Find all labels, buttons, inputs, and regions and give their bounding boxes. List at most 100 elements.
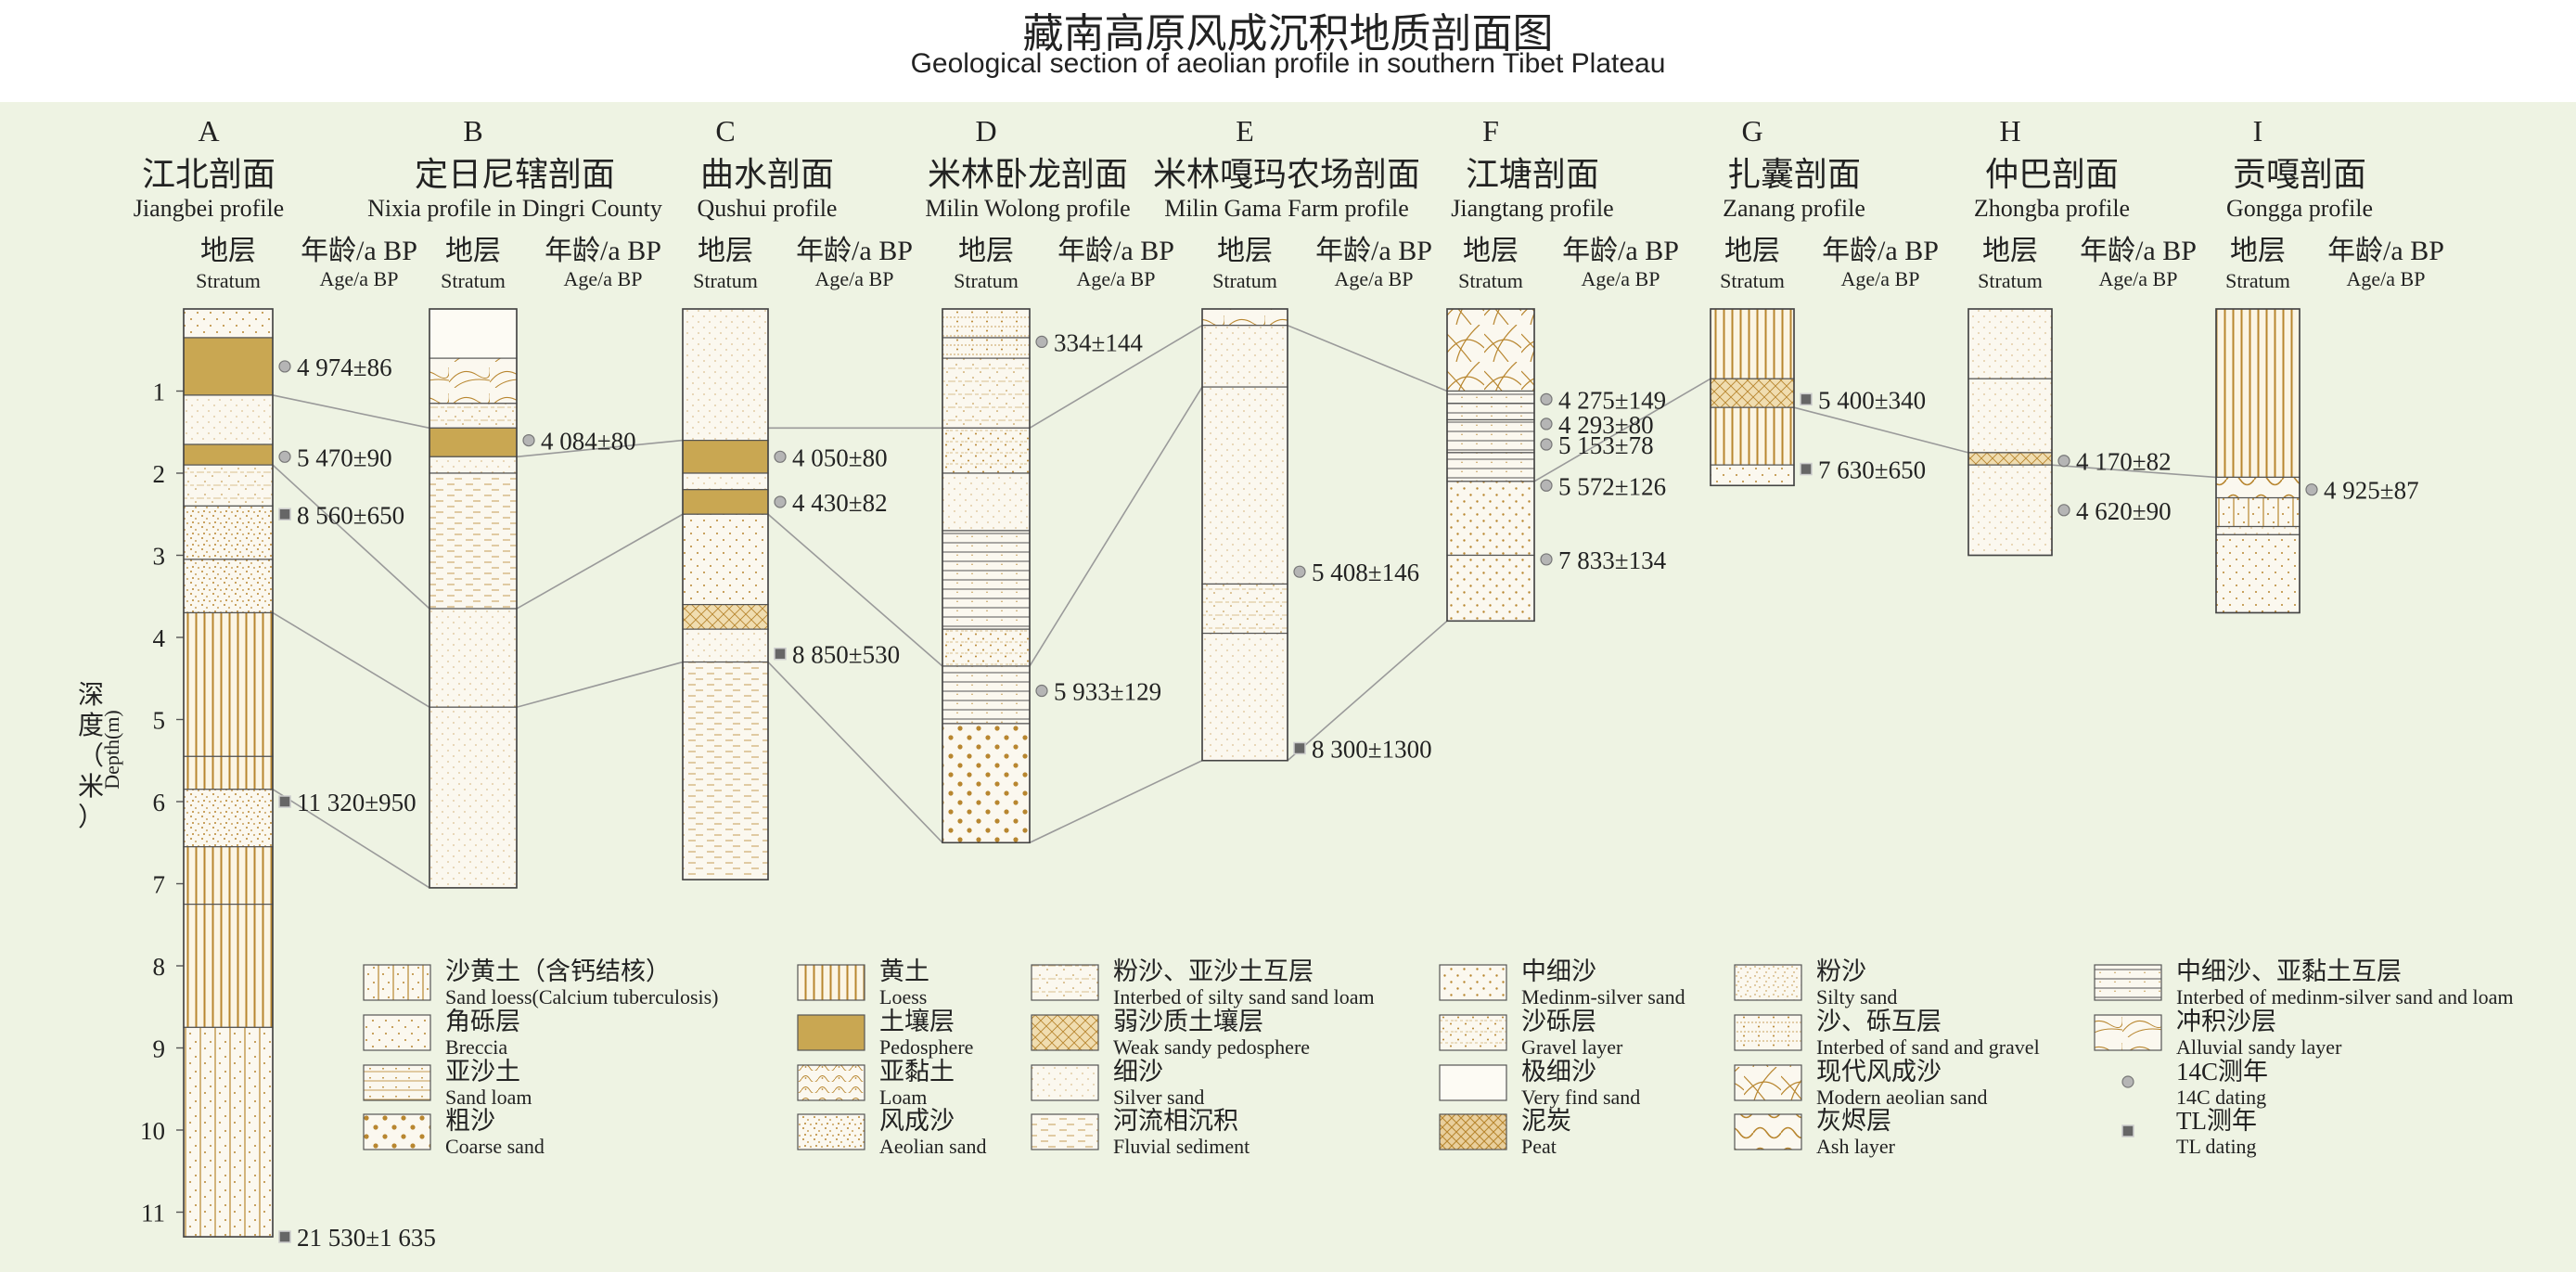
stratum-layer (682, 489, 769, 515)
age-header-en: Age/a BP (815, 267, 894, 290)
legend-label-en: Alluvial sandy layer (2176, 1035, 2342, 1059)
profile-name-en: Jiangbei profile (134, 195, 284, 222)
legend-label-en: Silver sand (1113, 1086, 1204, 1109)
profile-letter: F (1482, 114, 1499, 148)
stratum-header-en: Stratum (441, 269, 506, 292)
age-header-zh: 年龄/a BP (2080, 236, 2197, 266)
correlation-line (516, 439, 684, 458)
legend-label-en: Interbed of silty sand sand loam (1113, 985, 1375, 1009)
age-label: 5 408±146 (1312, 559, 1419, 586)
svg-text:）: ） (78, 803, 104, 832)
stratum-header-en: Stratum (693, 269, 758, 292)
age-label: 4 050±80 (792, 443, 888, 471)
stratum-layer (429, 427, 518, 457)
c14-dating-marker (2057, 504, 2070, 517)
age-label: 5 153±78 (1558, 431, 1654, 459)
age-header-zh: 年龄/a BP (301, 236, 417, 266)
legend-swatch (1734, 964, 1802, 1001)
legend-label-en: Breccia (445, 1035, 507, 1059)
age-label: 7 630±650 (1818, 456, 1926, 484)
stratum-layer (1967, 378, 2053, 454)
depth-tick-label: 6 (153, 789, 166, 816)
age-header-en: Age/a BP (1077, 267, 1156, 290)
stratum-layer (2215, 308, 2300, 479)
age-label: 11 320±950 (297, 789, 417, 816)
age-label: 4 170±82 (2076, 448, 2172, 476)
stratum-layer (682, 628, 769, 663)
diagram-title-en: Geological section of aeolian profile in… (910, 48, 1666, 79)
c14-dating-marker (2057, 455, 2070, 468)
column-outline (1710, 308, 1795, 487)
legend-label-en: Peat (1521, 1135, 1557, 1158)
profile-letter: G (1741, 114, 1762, 148)
legend-label-en: Medinm-silver sand (1521, 985, 1685, 1009)
age-label: 21 530±1 635 (297, 1224, 436, 1252)
stratum-header-en: Stratum (196, 269, 261, 292)
depth-tick-label: 3 (153, 543, 166, 571)
legend-swatch (1734, 1014, 1802, 1051)
profile-name-zh: 江塘剖面 (1466, 156, 1599, 193)
age-header-zh: 年龄/a BP (1057, 236, 1174, 266)
depth-tick-label: 4 (153, 624, 166, 652)
stratum-layer (1967, 464, 2053, 557)
c14-legend-symbol (2121, 1075, 2134, 1088)
svg-text:米: 米 (78, 772, 104, 802)
stratum-header-zh: 地层 (1217, 236, 1273, 266)
stratum-header-zh: 地层 (1982, 236, 2038, 266)
depth-tick-label: 7 (153, 871, 166, 899)
stratum-layer (183, 394, 274, 445)
age-label: 4 084±80 (541, 428, 636, 456)
stratum-layer (429, 706, 518, 889)
stratum-layer (682, 472, 769, 491)
profile-name-en: Milin Gama Farm profile (1164, 195, 1409, 222)
stratum-layer (942, 723, 1031, 843)
column-outline (2215, 308, 2300, 614)
depth-tick-label: 10 (140, 1117, 165, 1145)
profile-name-en: Gongga profile (2226, 195, 2373, 222)
correlation-line (2051, 464, 2217, 479)
column-outline (183, 308, 274, 1238)
legend-label-zh: 角砾层 (445, 1008, 520, 1035)
profile-name-en: Zhongba profile (1974, 195, 2130, 222)
profile-letter: C (715, 114, 735, 148)
profile-letter: D (975, 114, 996, 148)
age-label: 4 620±90 (2076, 497, 2172, 525)
profile-name-zh: 曲水剖面 (700, 156, 834, 193)
tl-dating-marker (278, 795, 291, 808)
legend-swatch (363, 964, 431, 1001)
stratum-layer (2215, 533, 2300, 614)
svg-text:度: 度 (78, 711, 104, 740)
stratum-layer (942, 530, 1031, 630)
correlation-line (1029, 325, 1203, 430)
age-label: 5 470±90 (297, 443, 392, 471)
stratum-header-en: Stratum (1458, 269, 1523, 292)
legend-label-en: Very find sand (1521, 1086, 1640, 1109)
correlation-line (1793, 406, 1969, 454)
stratum-layer (682, 661, 769, 880)
profile-name-zh: 定日尼辖剖面 (415, 156, 615, 193)
legend-swatch (1031, 1014, 1099, 1051)
svg-text:深: 深 (78, 681, 104, 710)
age-header-en: Age/a BP (1841, 267, 1920, 290)
legend-item: 沙黄土（含钙结核）Sand loess(Calcium tuberculosis… (363, 957, 719, 1009)
stratum-header-zh: 地层 (1463, 236, 1519, 266)
legend-label-zh: 粉沙、亚沙土互层 (1113, 957, 1314, 985)
age-label: 5 572±126 (1558, 472, 1666, 500)
legend-swatch (1439, 964, 1507, 1001)
age-label: 4 275±149 (1558, 386, 1666, 414)
stratum-layer (1446, 452, 1535, 482)
stratum-layer (1446, 554, 1535, 622)
stratum-header-zh: 地层 (200, 236, 256, 266)
stratum-layer (183, 611, 274, 757)
stratum-layer (1710, 406, 1795, 466)
stratum-layer (1446, 403, 1535, 421)
stratum-layer (429, 472, 518, 610)
